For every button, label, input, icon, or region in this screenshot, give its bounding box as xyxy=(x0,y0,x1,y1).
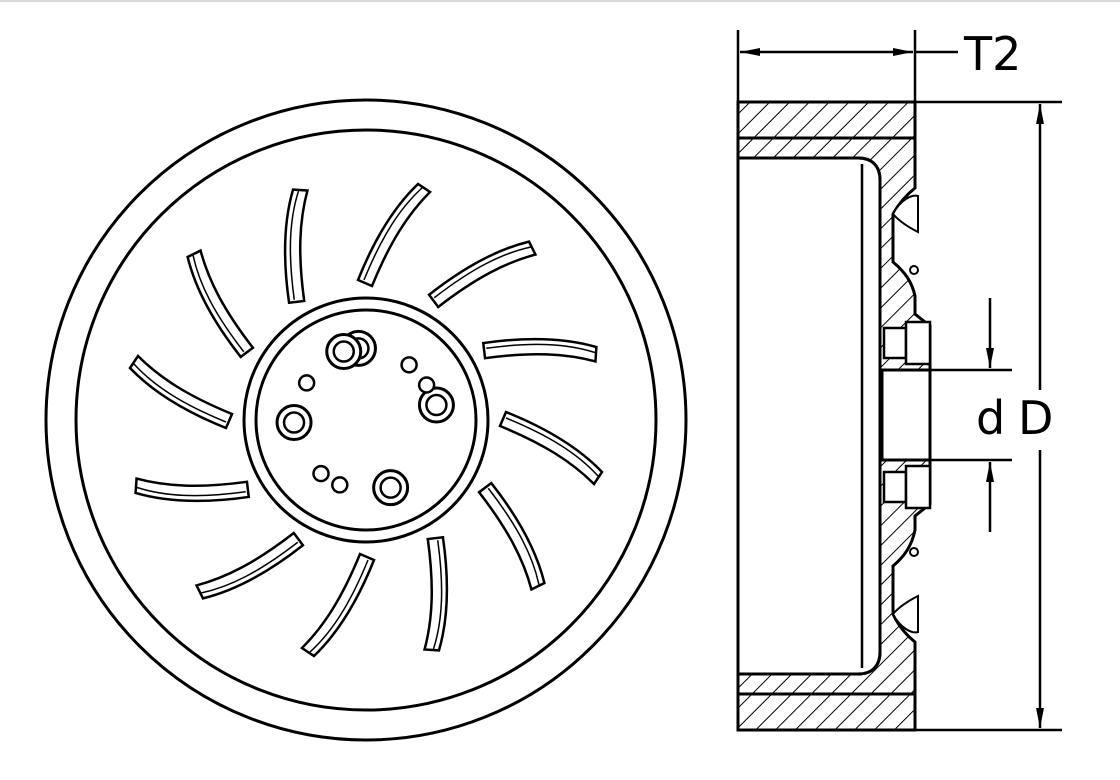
segment xyxy=(422,535,449,652)
counterbore-bottom-outer xyxy=(904,464,932,510)
segment xyxy=(481,337,598,364)
top-rim-section xyxy=(736,100,917,140)
segment xyxy=(477,481,546,592)
segment xyxy=(356,182,432,288)
segment-bump-2 xyxy=(891,594,919,634)
hub-outer-circle xyxy=(242,296,490,544)
counterbore-bottom xyxy=(882,470,908,504)
inner-rim-circle xyxy=(74,128,658,712)
bore xyxy=(880,368,932,462)
small-hole xyxy=(297,374,316,392)
small-hole xyxy=(417,376,436,394)
segment xyxy=(194,531,305,600)
small-hole xyxy=(331,476,349,494)
segment-bump-1 xyxy=(891,194,919,234)
counterbore-top-outer xyxy=(904,320,932,366)
segment xyxy=(134,476,251,503)
small-hole xyxy=(400,356,418,374)
bore-label: d xyxy=(976,391,1005,445)
segment-group xyxy=(128,182,604,658)
segment-dot-1 xyxy=(909,265,919,275)
segment xyxy=(300,552,376,658)
segment xyxy=(186,248,255,359)
segment xyxy=(427,240,538,309)
small-hole xyxy=(312,464,330,483)
bottom-rim-section xyxy=(736,692,917,732)
t2-label: T2 xyxy=(963,27,1021,81)
segment xyxy=(283,188,310,305)
cavity-outline xyxy=(738,156,882,676)
dimensions xyxy=(736,30,1062,732)
outer-rim-circle xyxy=(44,98,688,742)
counterbore-hole-inner xyxy=(282,411,306,434)
counterbore-hole-inner xyxy=(379,476,402,499)
hub-inner-circle xyxy=(254,308,478,532)
counterbore-hole-inner xyxy=(425,393,448,417)
counterbore-top xyxy=(882,326,908,360)
hole-group xyxy=(275,329,455,507)
diameter-label: D xyxy=(1018,391,1053,445)
segment-dot-2 xyxy=(909,547,919,557)
front-view xyxy=(44,98,688,742)
side-section-view xyxy=(736,100,932,732)
top-border-line xyxy=(0,0,1120,2)
segment xyxy=(128,354,234,430)
counterbore-hole-inner xyxy=(332,340,356,363)
segment xyxy=(498,410,604,486)
